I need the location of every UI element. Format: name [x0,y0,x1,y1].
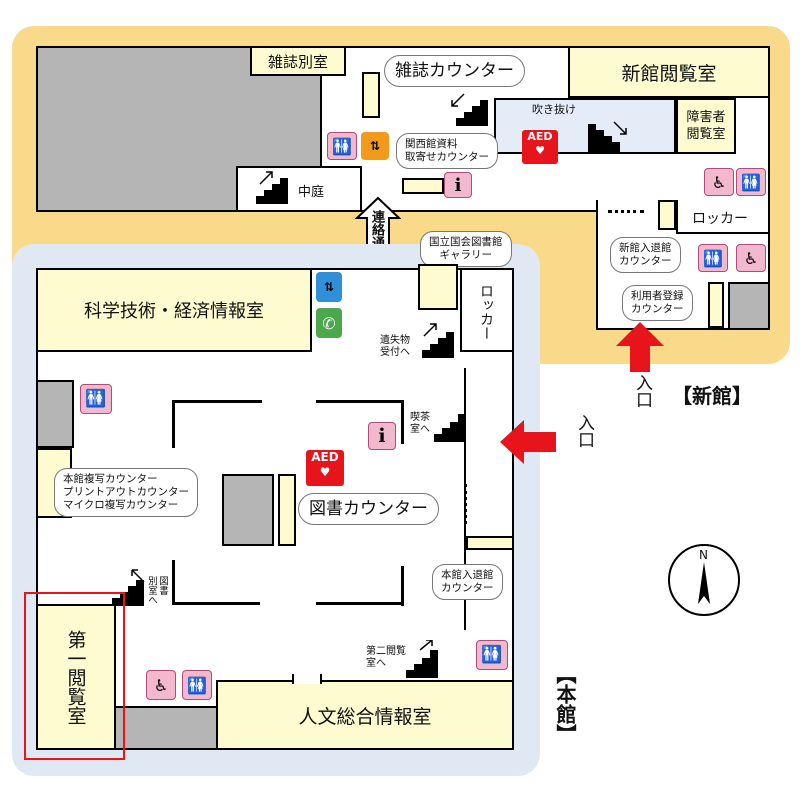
compass-icon [668,544,740,616]
first-reading-room-label: 第一閲覧室 [64,629,87,725]
aed-icon-new-text: AED [527,130,553,143]
hall-wall-top-left [172,400,262,403]
main-entry-desk [466,536,514,550]
accessible-restroom-icon-new: ♿ [704,168,734,196]
gallery-room [418,264,458,310]
magazine-counter-desk [362,72,380,118]
grey-block-main-south [112,706,218,750]
book-annex-label: 図書 別室へ [146,576,168,609]
stairs-icon-second-reading [406,640,438,678]
hall-wall-left-top [172,400,175,448]
courtyard-area [236,166,362,212]
restroom-icon-main-west: 🚻 [80,384,112,414]
courtyard-label: 中庭 [298,185,325,200]
library-counter-desk [278,474,296,546]
aed-icon-main-text: AED [311,450,339,464]
accessible-restroom-icon-new-entry: ♿ [736,244,766,272]
entrance-new-label: 入口 [632,374,652,408]
entrance-arrow-new [616,322,664,372]
gate-dots-new [608,210,644,213]
user-registration-desk [708,282,724,328]
locker-new-desk [658,200,676,230]
humanities-door-gap [292,674,322,684]
info-icon-new: i [444,172,472,198]
main-building-label: 【本館】 [553,664,577,744]
science-tech-room: 科学技術・経済情報室 [36,268,312,352]
gate-dots-main [464,484,467,524]
library-counter-block [222,474,274,546]
second-reading-label: 第二閲覧 室へ [366,646,406,669]
magazine-counter-label: 雑誌カウンター [384,55,525,87]
aed-icon-new: AED♥ [522,130,558,164]
new-entry-counter-label: 新館入退館 カウンター [610,237,681,273]
atrium-label: 吹き抜け [532,103,576,116]
restroom-icon-new-east: 🚻 [736,168,766,196]
stairs-icon-cafe [434,414,466,442]
hall-wall-top-right [316,400,404,403]
kansai-counter-label: 関西館資料 取寄せカウンター [396,133,498,169]
restroom-icon-new-west: 🚻 [327,132,357,160]
book-annex-text: 図書 別室へ [146,576,168,605]
elevator-icon-new: ⇅ [361,132,389,160]
hall-wall-right-top [401,400,404,444]
main-entry-counter-label: 本館入退館 カウンター [432,564,503,600]
ndl-gallery-label: 国立国会図書館 ギャラリー [420,231,512,267]
entrance-main-label: 入口 [574,414,594,448]
copy-counter-label: 本館複写カウンター プリントアウトカウンター マイクロ複写カウンター [54,468,198,517]
cafe-label: 喫茶 室へ [410,412,430,435]
stairs-icon-courtyard [256,171,288,204]
info-icon-main: i [368,422,396,450]
aed-icon-main: AED♥ [306,450,344,486]
stairs-icon-lost-found [422,323,454,358]
hall-wall-left-bottom [172,560,175,604]
elevator-icon-main: ⇅ [316,272,342,302]
phone-icon-main: ✆ [316,308,342,338]
lost-found-label: 遺失物 受付へ [380,335,410,358]
hall-wall-bottom-left [172,602,260,605]
disabled-reading-room-label: 障害者閲覧室 [686,110,726,142]
new-building-label: 【新館】 [672,384,752,408]
grey-block-main-west [36,380,74,448]
compass-north-label: N [699,548,708,562]
new-reading-room: 新館閲覧室 [568,46,770,98]
hall-wall-bottom-right [316,602,404,605]
stairs-icon-atrium-left [451,93,488,126]
entrance-arrow-main [500,420,556,464]
library-counter-label: 図書カウンター [298,493,439,525]
restroom-icon-main-south: 🚻 [182,670,212,700]
restroom-icon-new-entry: 🚻 [698,244,728,272]
restroom-icon-main-east: 🚻 [476,640,508,670]
locker-new-label: ロッカー [692,211,748,227]
grey-block-new-east [728,282,770,330]
first-reading-room: 第一閲覧室 [36,604,116,750]
stairs-icon-atrium-right [588,121,627,152]
magazine-annex-room: 雑誌別室 [250,46,346,76]
humanities-room: 人文総合情報室 [216,680,514,750]
accessible-restroom-icon-main: ♿ [146,670,176,700]
user-registration-counter-label: 利用者登録 カウンター [622,285,693,321]
locker-main-label: ロッカー [478,284,494,340]
first-reading-highlight [24,592,125,760]
stairs-icon-book-annex [112,569,145,606]
kansai-counter-desk [402,178,444,194]
hall-wall-right-bottom [401,566,404,606]
locker-new-area [676,200,770,234]
disabled-reading-room: 障害者閲覧室 [676,98,736,154]
locker-main-area [460,268,514,352]
